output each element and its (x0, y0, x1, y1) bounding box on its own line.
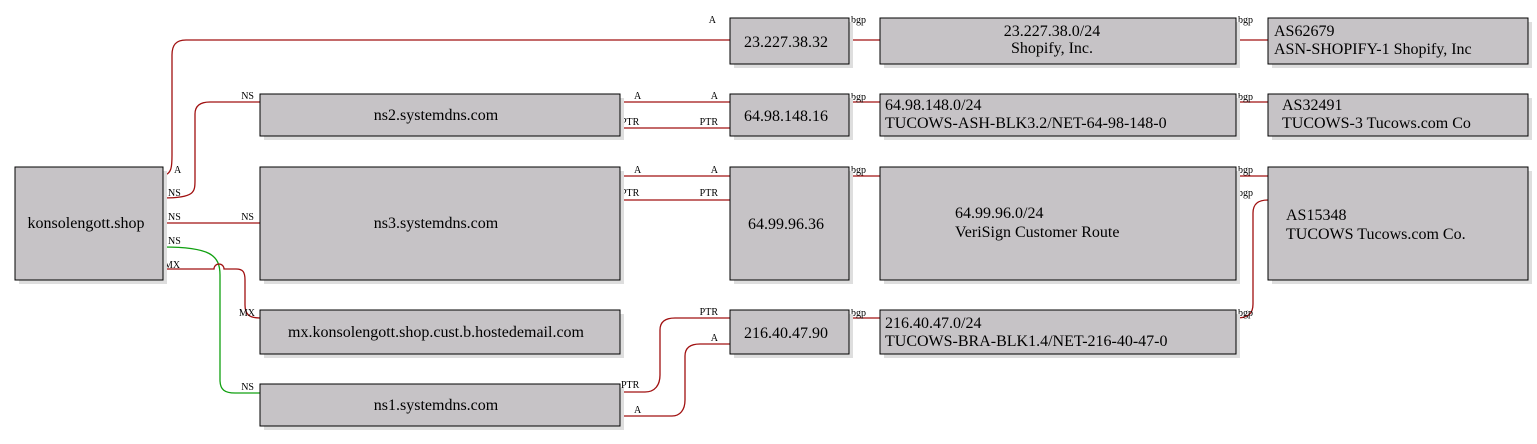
edge-label-net_64_98-to-as_32491-src: bgp (1238, 92, 1253, 103)
edge-label-domain-to-ip_shopify-dst: A (709, 15, 717, 26)
edge-label-ns1-to-ip_216-src: A (634, 405, 642, 416)
edge-label-net_shopify-to-as_shopify-src: bgp (1238, 15, 1253, 26)
node-label-line: 216.40.47.0/24 (885, 315, 981, 332)
node-ip-216[interactable]: 216.40.47.90 (729, 309, 853, 358)
edge-domain-to-ns2-ns (162, 101, 260, 199)
node-label-line: 64.99.96.36 (748, 216, 824, 233)
node-ns1[interactable]: ns1.systemdns.com (259, 383, 624, 430)
edge-label-net_64_99-to-as_15348-src: bgp (1238, 165, 1253, 176)
edge-label-ns2-to-ip_64_98-src: PTR (621, 117, 640, 128)
edge-label-ip_64_99-to-net_64_99-src: bgp (851, 165, 866, 176)
edge-ns1-to-ip_216-ptr (620, 317, 730, 393)
node-label-line: ns3.systemdns.com (374, 215, 499, 232)
edge-label-domain-to-ns1-dst: NS (241, 382, 254, 393)
edge-label-domain-to-ip_shopify-src: A (174, 165, 182, 176)
nodes-layer: konsolengott.shop ns2.systemdns.com ns3.sy… (14, 17, 1532, 430)
node-ip-64-99[interactable]: 64.99.96.36 (729, 166, 853, 284)
edge-labels-layer: A A NS NS NS NS NS NS MX MX A A PTR PTR A A PTR PTR PTR PTR… (164, 15, 1253, 416)
node-box (259, 166, 621, 281)
edge-label-ns3-to-ip_64_99-dst: A (711, 165, 719, 176)
node-net-216[interactable]: 216.40.47.0/24TUCOWS-BRA-BLK1.4/NET-216-… (879, 309, 1240, 358)
node-ns2[interactable]: ns2.systemdns.com (259, 93, 624, 140)
edge-label-ns2-to-ip_64_98-dst: PTR (700, 117, 719, 128)
node-label-line: AS32491 (1282, 97, 1342, 114)
node-ns3[interactable]: ns3.systemdns.com (259, 166, 624, 284)
edge-label-ns3-to-ip_64_99-dst: PTR (700, 188, 719, 199)
edge-label-ns2-to-ip_64_98-dst: A (711, 91, 719, 102)
node-label-line: 64.98.148.16 (744, 108, 828, 125)
node-label-line: TUCOWS-BRA-BLK1.4/NET-216-40-47-0 (885, 333, 1168, 350)
node-label-line: ns2.systemdns.com (374, 107, 499, 124)
edge-domain-to-ns1-ns (162, 246, 260, 394)
node-label-line: TUCOWS-ASH-BLK3.2/NET-64-98-148-0 (885, 115, 1167, 132)
edges-layer (162, 39, 1269, 417)
node-box (879, 309, 1237, 355)
edge-net_216-to-as_15348-bgp (1235, 199, 1269, 319)
node-box (259, 383, 621, 427)
node-ip-64-98[interactable]: 64.98.148.16 (729, 93, 853, 140)
edge-label-domain-to-ns2-dst: NS (241, 91, 254, 102)
node-label-line: AS62679 (1274, 23, 1334, 40)
node-box (259, 93, 621, 137)
edge-label-ns1-to-ip_216-src: PTR (621, 380, 640, 391)
node-label-line: konsolengott.shop (28, 215, 145, 232)
node-label-line: Shopify, Inc. (1011, 40, 1093, 57)
node-box (1267, 93, 1529, 137)
edge-domain-to-mx-mx (163, 263, 261, 319)
edge-label-net_216-to-as_15348-dst: bgp (1238, 188, 1253, 199)
node-box (259, 309, 621, 355)
node-label-line: TUCOWS-3 Tucows.com Co (1282, 115, 1471, 132)
node-label-line: ns1.systemdns.com (374, 397, 499, 414)
edge-label-domain-to-ns2-src: NS (168, 188, 181, 199)
node-label-line: 64.99.96.0/24 (955, 205, 1043, 222)
edge-label-domain-to-ns3-src: NS (168, 212, 181, 223)
node-label-line: ASN-SHOPIFY-1 Shopify, Inc (1274, 41, 1472, 58)
edge-label-net_216-to-as_15348-src: bgp (1238, 308, 1253, 319)
node-label-line: mx.konsolengott.shop.cust.b.hostedemail.… (288, 324, 585, 341)
edge-ns1-to-ip_216-a (620, 343, 730, 417)
edge-label-domain-to-ns3-dst: NS (241, 212, 254, 223)
edge-label-ip_64_98-to-net_64_98-src: bgp (851, 92, 866, 103)
node-box (14, 166, 164, 281)
node-box (879, 17, 1237, 65)
edge-label-domain-to-ns1-src: NS (168, 236, 181, 247)
edge-label-ns1-to-ip_216-dst: A (711, 333, 719, 344)
node-box (1267, 166, 1529, 281)
node-label-line: TUCOWS Tucows.com Co. (1286, 226, 1466, 243)
node-label-line: VeriSign Customer Route (955, 224, 1119, 241)
node-label-line: 23.227.38.0/24 (1004, 23, 1100, 40)
node-box (879, 93, 1237, 137)
edge-label-ns3-to-ip_64_99-src: PTR (621, 188, 640, 199)
edge-label-ns2-to-ip_64_98-src: A (634, 91, 642, 102)
edge-domain-to-ip_shopify-a (162, 39, 730, 176)
edge-label-domain-to-mx-dst: MX (239, 308, 256, 319)
node-label-line: 216.40.47.90 (744, 325, 828, 342)
node-label-line: AS15348 (1286, 207, 1346, 224)
node-label-line: 64.98.148.0/24 (885, 97, 981, 114)
edge-label-ip_shopify-to-net_shopify-src: bgp (851, 15, 866, 26)
node-box (729, 17, 850, 65)
node-label-line: 23.227.38.32 (744, 34, 828, 51)
node-box (729, 166, 850, 281)
edge-label-ns3-to-ip_64_99-src: A (634, 165, 642, 176)
node-box (729, 93, 850, 137)
node-domain[interactable]: konsolengott.shop (14, 166, 167, 284)
node-ip-shopify[interactable]: 23.227.38.32 (729, 17, 853, 68)
node-mx[interactable]: mx.konsolengott.shop.cust.b.hostedemail.… (259, 309, 624, 358)
node-box (1267, 17, 1529, 65)
node-box (879, 166, 1237, 281)
edge-label-ip_216-to-net_216-src: bgp (851, 308, 866, 319)
edge-label-domain-to-mx-src: MX (164, 260, 181, 271)
edge-label-ns1-to-ip_216-dst: PTR (700, 307, 719, 318)
node-net-64-98[interactable]: 64.98.148.0/24TUCOWS-ASH-BLK3.2/NET-64-9… (879, 93, 1240, 140)
node-box (729, 309, 850, 355)
